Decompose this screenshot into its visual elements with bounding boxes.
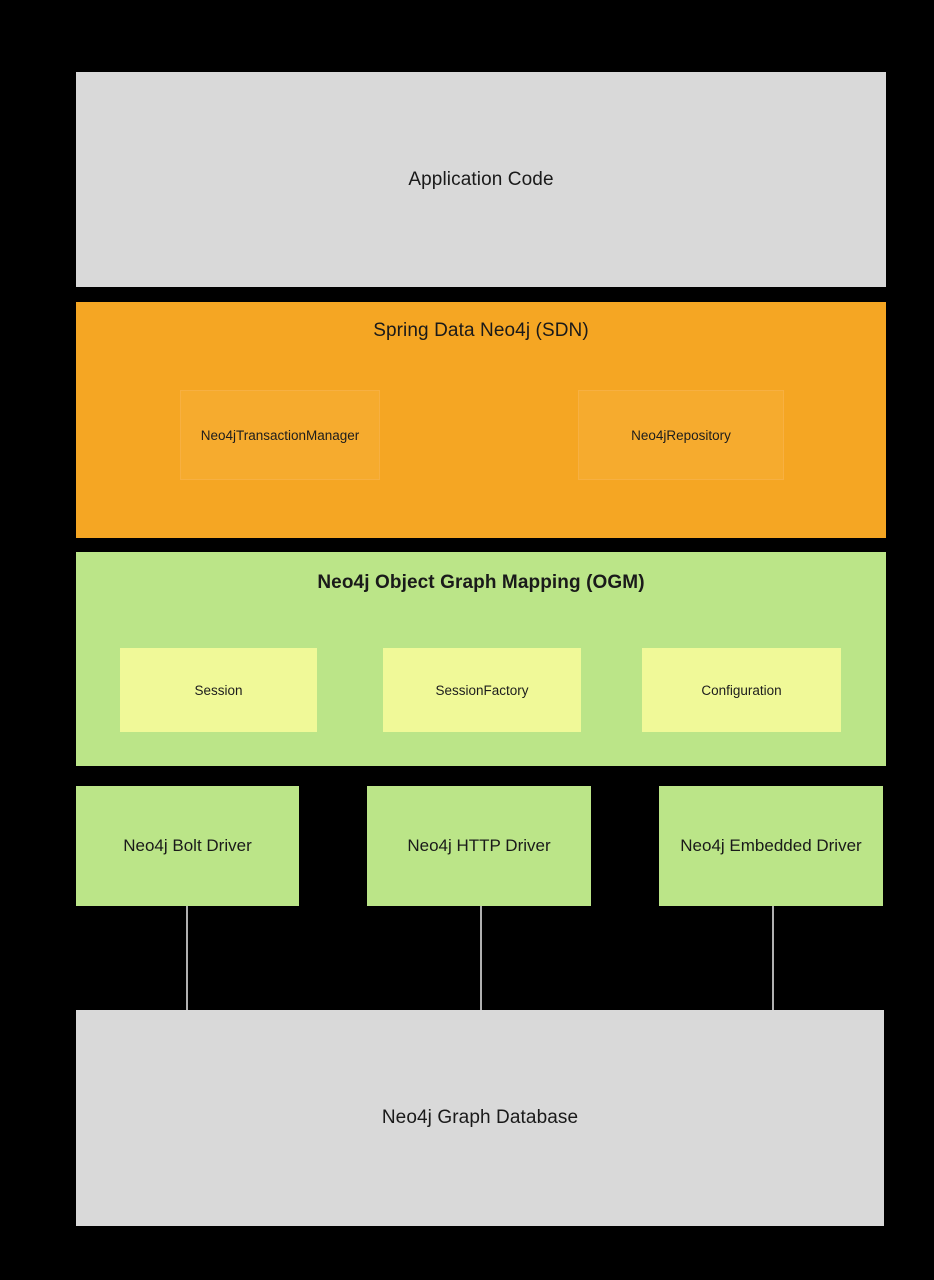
ogm-component-configuration-label: Configuration [701, 682, 782, 698]
connector-line-embedded [772, 906, 774, 1011]
layer-neo4j-ogm: Neo4j Object Graph Mapping (OGM) Session… [76, 552, 886, 766]
application-code-label: Application Code [408, 168, 554, 190]
ogm-layer-label: Neo4j Object Graph Mapping (OGM) [317, 572, 645, 593]
ogm-component-session-label: Session [194, 682, 243, 698]
ogm-component-session: Session [120, 648, 317, 732]
ogm-component-session-factory: SessionFactory [383, 648, 581, 732]
sdn-component-repository: Neo4jRepository [578, 390, 784, 480]
driver-embedded: Neo4j Embedded Driver [659, 786, 883, 906]
sdn-component-transaction-manager-label: Neo4jTransactionManager [200, 427, 360, 443]
sdn-layer-label: Spring Data Neo4j (SDN) [373, 320, 589, 341]
ogm-component-row: Session SessionFactory Configuration [76, 648, 886, 732]
connector-line-bolt [186, 906, 188, 1011]
graph-database-label: Neo4j Graph Database [381, 1107, 579, 1128]
sdn-component-repository-label: Neo4jRepository [631, 427, 731, 443]
connector-line-http [480, 906, 482, 1011]
layer-application-code: Application Code [76, 72, 886, 287]
driver-bolt: Neo4j Bolt Driver [76, 786, 299, 906]
driver-http: Neo4j HTTP Driver [367, 786, 591, 906]
sdn-component-row: Neo4jTransactionManager Neo4jRepository [76, 390, 886, 480]
ogm-component-session-factory-label: SessionFactory [435, 682, 529, 698]
driver-embedded-label: Neo4j Embedded Driver [680, 836, 862, 855]
sdn-component-transaction-manager: Neo4jTransactionManager [180, 390, 380, 480]
ogm-component-configuration: Configuration [642, 648, 841, 732]
driver-http-label: Neo4j HTTP Driver [407, 836, 551, 855]
layer-spring-data-neo4j: Spring Data Neo4j (SDN) Neo4jTransaction… [76, 302, 886, 538]
layer-graph-database: Neo4j Graph Database [76, 1010, 884, 1226]
driver-bolt-label: Neo4j Bolt Driver [123, 836, 252, 855]
